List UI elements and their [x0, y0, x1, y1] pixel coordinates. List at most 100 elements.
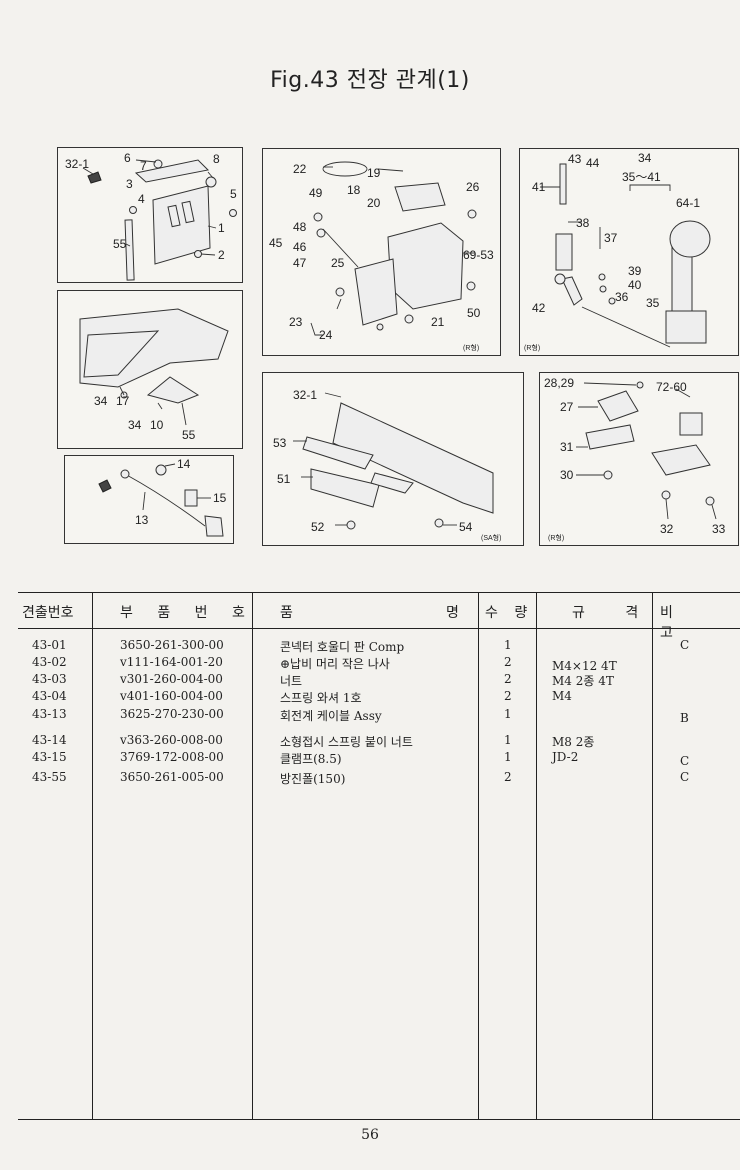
callout-label: 8: [213, 152, 220, 166]
model-variant-label: (R형): [463, 344, 479, 352]
callout-label: 69-53: [463, 248, 494, 262]
cell-part-name: 방진폴(150): [280, 772, 346, 786]
table-header-rule: [18, 628, 740, 629]
header-name-left: 품: [280, 605, 293, 621]
callout-label: 32-1: [293, 388, 317, 402]
diagram-panel-connector-box: 22 19 18 20 26 49 48 45 46 47 69-53 25 5…: [262, 148, 501, 356]
cell-remarks: C: [680, 770, 690, 784]
callout-label: 28,29: [544, 376, 574, 390]
callout-label: 45: [269, 236, 283, 250]
callout-label: 36: [615, 290, 629, 304]
cylinder-drawing: 43 44 34 35～41 41 64-1 38 37 39 40 36 35…: [524, 151, 711, 352]
header-quantity: 수 량: [485, 605, 534, 621]
cell-ref-no: 43-14: [32, 733, 67, 747]
callout-label: 20: [367, 196, 381, 210]
callout-label: 44: [586, 156, 600, 170]
callout-label: 1: [218, 221, 225, 235]
cell-ref-no: 43-13: [32, 707, 67, 721]
callout-label: 32: [660, 522, 674, 536]
diagram-panel-frame-bracket: 32-1 53 51 52 54 (SA형): [262, 372, 524, 546]
table-row: 43-02 v111-164-001-20 ⊕납비 머리 작은 나사 2 M4×…: [18, 655, 740, 673]
callout-label: 25: [331, 256, 345, 270]
callout-label: 24: [319, 328, 333, 342]
table-row: 43-14 v363-260-008-00 소형접시 스프링 붙이 너트 1 M…: [18, 733, 740, 750]
table-top-rule: [18, 592, 740, 593]
table-row: 43-15 3769-172-008-00 클램프(8.5) 1 JD-2 C: [18, 750, 740, 768]
cell-quantity: 1: [504, 707, 512, 721]
diagram-panel-cable: 14 15 13: [64, 455, 234, 544]
callout-label: 34: [638, 151, 652, 165]
cell-part-name: 회전계 케이블 Assy: [280, 709, 382, 723]
callout-label: 50: [467, 306, 481, 320]
callout-label: 52: [311, 520, 325, 534]
callout-label: 30: [560, 468, 574, 482]
callout-label: 3: [126, 177, 133, 191]
callout-label: 22: [293, 162, 307, 176]
model-variant-label: (SA형): [481, 534, 501, 542]
cell-quantity: 2: [504, 770, 512, 784]
column-divider: [536, 592, 537, 1120]
header-name-right: 명: [446, 605, 459, 621]
callout-label: 33: [712, 522, 726, 536]
connector-box-drawing: 22 19 18 20 26 49 48 45 46 47 69-53 25 5…: [269, 161, 494, 352]
callout-label: 34: [128, 418, 142, 432]
callout-label: 37: [604, 231, 618, 245]
cell-quantity: 2: [504, 655, 512, 669]
header-remarks: 비 고: [660, 605, 695, 641]
cell-spec: M4×12 4T: [552, 659, 617, 673]
cell-quantity: 1: [504, 638, 512, 652]
callout-label: 5: [230, 187, 237, 201]
callout-label: 40: [628, 278, 642, 292]
callout-label: 14: [177, 457, 191, 471]
sensor-bracket-drawing: 28,29 72-60 27 31 30 32 33 (R형): [544, 376, 726, 542]
cell-spec: M4 2종 4T: [552, 674, 614, 688]
callout-label: 41: [532, 180, 546, 194]
cell-quantity: 2: [504, 689, 512, 703]
cell-part-number: 3769-172-008-00: [120, 750, 224, 764]
model-variant-label: (R형): [524, 344, 540, 352]
column-divider: [252, 592, 253, 1120]
cell-quantity: 2: [504, 672, 512, 686]
callout-label: 26: [466, 180, 480, 194]
cell-remarks: C: [680, 638, 690, 652]
table-row: 43-04 v401-160-004-00 스프링 와셔 1호 2 M4: [18, 689, 740, 706]
callout-label: 18: [347, 183, 361, 197]
header-spec: 규 격: [572, 605, 657, 621]
callout-label: 49: [309, 186, 323, 200]
callout-label: 10: [150, 418, 164, 432]
cell-part-number: 3650-261-005-00: [120, 770, 224, 784]
callout-label: 2: [218, 248, 225, 262]
page-title: Fig.43 전장 관계(1): [270, 68, 470, 93]
callout-label: 46: [293, 240, 307, 254]
callout-label: 39: [628, 264, 642, 278]
bracket-plate-drawing: 32-1 6 7 8 3 4 5 1 55 2: [65, 151, 237, 281]
callout-label: 13: [135, 513, 149, 527]
callout-label: 19: [367, 166, 381, 180]
header-ref-no: 견출번호: [22, 605, 74, 621]
model-variant-label: (R형): [548, 534, 564, 542]
parts-table: 견출번호 부 품 번 호 품 명 수 량 규 격 비 고 43-01 3650-…: [18, 592, 740, 1120]
table-row: 43-01 3650-261-300-00 콘넥터 호울디 판 Comp 1 C: [18, 638, 740, 655]
callout-label: 47: [293, 256, 307, 270]
cell-ref-no: 43-03: [32, 672, 67, 686]
cell-ref-no: 43-15: [32, 750, 67, 764]
diagram-panel-cylinder: 43 44 34 35～41 41 64-1 38 37 39 40 36 35…: [519, 148, 739, 356]
callout-label: 38: [576, 216, 590, 230]
cell-quantity: 1: [504, 733, 512, 747]
cell-ref-no: 43-04: [32, 689, 67, 703]
table-bottom-rule: [18, 1119, 740, 1120]
callout-label: 54: [459, 520, 473, 534]
cell-quantity: 1: [504, 750, 512, 764]
cell-ref-no: 43-02: [32, 655, 67, 669]
table-row: 43-13 3625-270-230-00 회전계 케이블 Assy 1 B: [18, 707, 740, 725]
callout-label: 53: [273, 436, 287, 450]
cell-part-name: 소형접시 스프링 붙이 너트: [280, 735, 413, 749]
cell-part-name: 스프링 와셔 1호: [280, 691, 362, 705]
diagram-panel-cover: 34 17 34 10 55: [57, 290, 243, 449]
callout-label: 31: [560, 440, 574, 454]
cell-part-number: v111-164-001-20: [120, 655, 223, 669]
cell-spec: M8 2종: [552, 735, 595, 749]
cell-part-number: 3650-261-300-00: [120, 638, 224, 652]
callout-label: 23: [289, 315, 303, 329]
cell-part-number: v363-260-008-00: [120, 733, 223, 747]
